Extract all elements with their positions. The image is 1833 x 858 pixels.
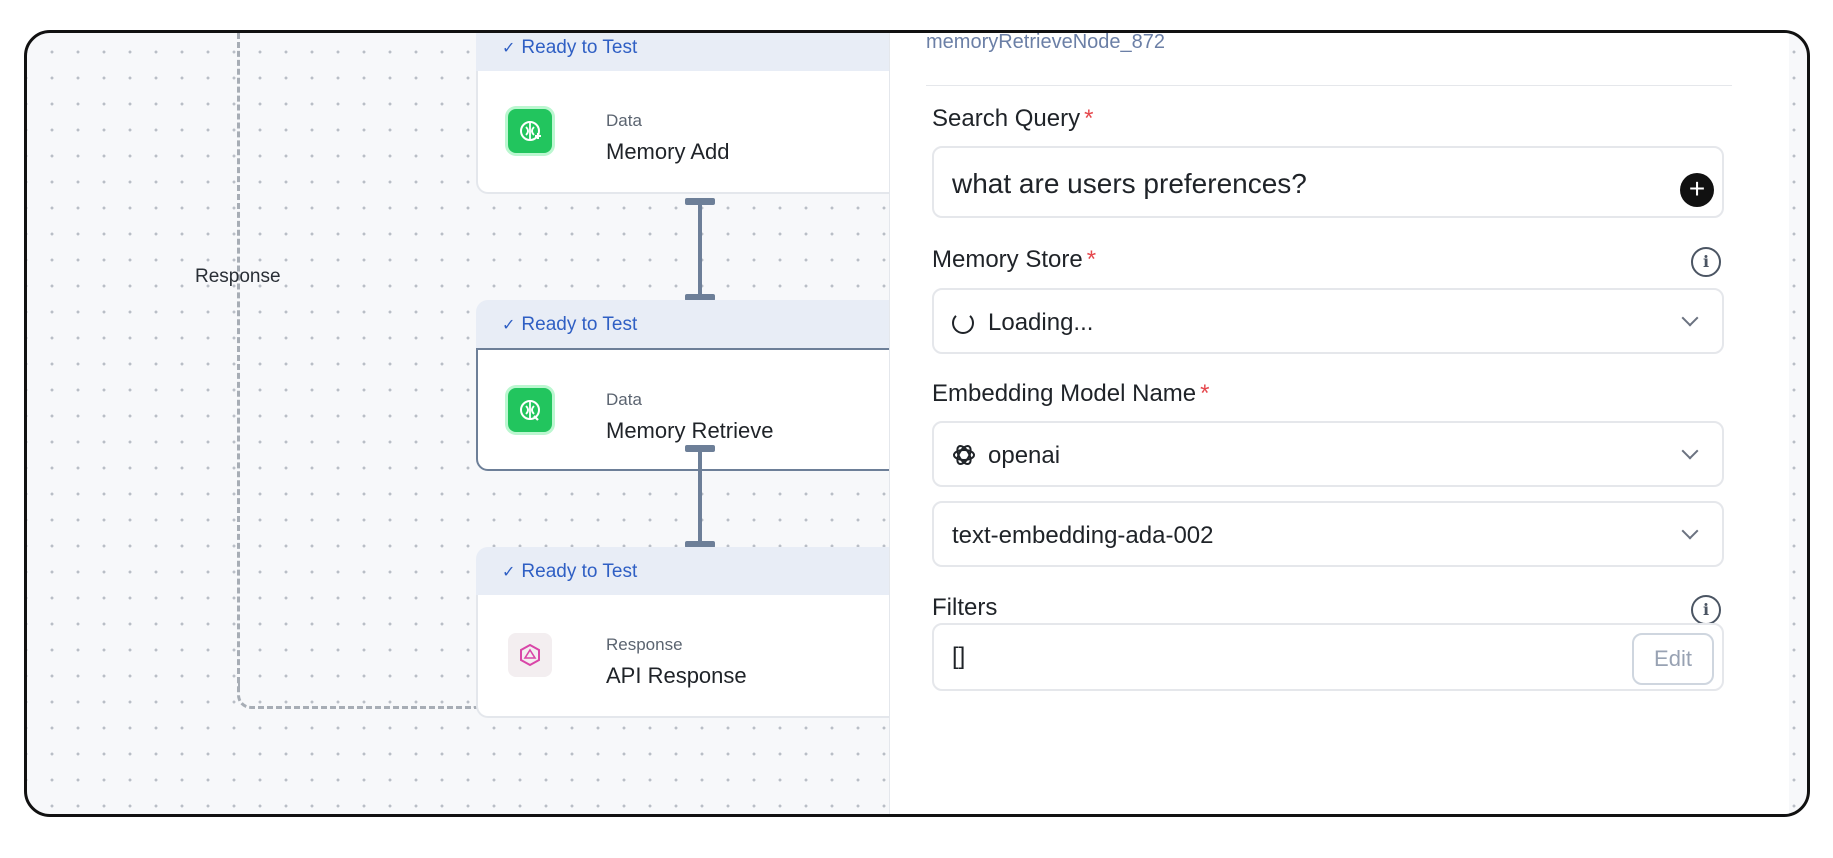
embedding-provider-select[interactable]: openai	[932, 421, 1724, 487]
check-icon: ✓	[502, 40, 516, 57]
workflow-window: Response ✓Ready to Test Data Memory Add …	[24, 30, 1810, 817]
embedding-provider-value: openai	[988, 442, 1061, 469]
search-query-label: Search Query*	[932, 105, 1094, 132]
embedding-model-value: text-embedding-ada-002	[952, 522, 1214, 549]
dashed-edge-corner	[237, 683, 477, 709]
node-id: memoryRetrieveNode_872	[926, 31, 1166, 53]
filters-input[interactable]: [] Edit	[932, 623, 1724, 691]
node-memory-add[interactable]: ✓Ready to Test Data Memory Add	[476, 33, 906, 194]
connector-line	[698, 448, 702, 544]
check-icon: ✓	[502, 564, 516, 581]
filters-label: Filters	[932, 594, 998, 621]
edit-button[interactable]: Edit	[1632, 633, 1714, 685]
search-query-input[interactable]: what are users preferences? +	[932, 146, 1724, 218]
node-card[interactable]: Response API Response	[476, 595, 906, 718]
node-card[interactable]: Data Memory Retrieve	[476, 348, 906, 471]
memory-store-label: Memory Store*	[932, 246, 1097, 273]
edge-label: Response	[195, 266, 281, 287]
plus-circle-icon[interactable]: +	[1680, 173, 1714, 207]
brain-search-icon	[508, 388, 552, 432]
embedding-model-label: Embedding Model Name*	[932, 380, 1210, 407]
divider	[926, 85, 1732, 86]
memory-store-value: Loading...	[988, 309, 1094, 336]
connector-line	[698, 201, 702, 297]
search-query-value: what are users preferences?	[952, 168, 1307, 199]
chevron-down-icon	[1681, 442, 1699, 460]
memory-store-select[interactable]: Loading...	[932, 288, 1724, 354]
node-status: ✓Ready to Test	[476, 300, 906, 348]
node-card[interactable]: Data Memory Add	[476, 71, 906, 194]
response-hex-icon	[508, 633, 552, 677]
info-icon[interactable]: i	[1691, 595, 1721, 625]
node-status: ✓Ready to Test	[476, 33, 906, 71]
brain-plus-icon	[508, 109, 552, 153]
check-icon: ✓	[502, 317, 516, 334]
node-config-panel: memoryRetrieveNode_872 Search Query* wha…	[889, 31, 1789, 814]
node-kind: Data	[606, 390, 642, 409]
chevron-down-icon	[1681, 309, 1699, 327]
embedding-model-select[interactable]: text-embedding-ada-002	[932, 501, 1724, 567]
filters-value: []	[952, 643, 966, 670]
connector-handle[interactable]	[685, 294, 715, 301]
node-name: API Response	[606, 663, 747, 688]
node-name: Memory Add	[606, 139, 730, 164]
node-status: ✓Ready to Test	[476, 547, 906, 595]
info-icon[interactable]: i	[1691, 247, 1721, 277]
openai-icon	[950, 441, 978, 474]
node-name: Memory Retrieve	[606, 418, 774, 443]
node-kind: Response	[606, 635, 683, 654]
node-kind: Data	[606, 111, 642, 130]
spinner-icon	[952, 312, 974, 334]
connector-handle[interactable]	[685, 541, 715, 548]
dashed-edge-vertical	[237, 33, 240, 683]
node-api-response[interactable]: ✓Ready to Test Response API Response	[476, 547, 906, 718]
chevron-down-icon	[1681, 522, 1699, 540]
